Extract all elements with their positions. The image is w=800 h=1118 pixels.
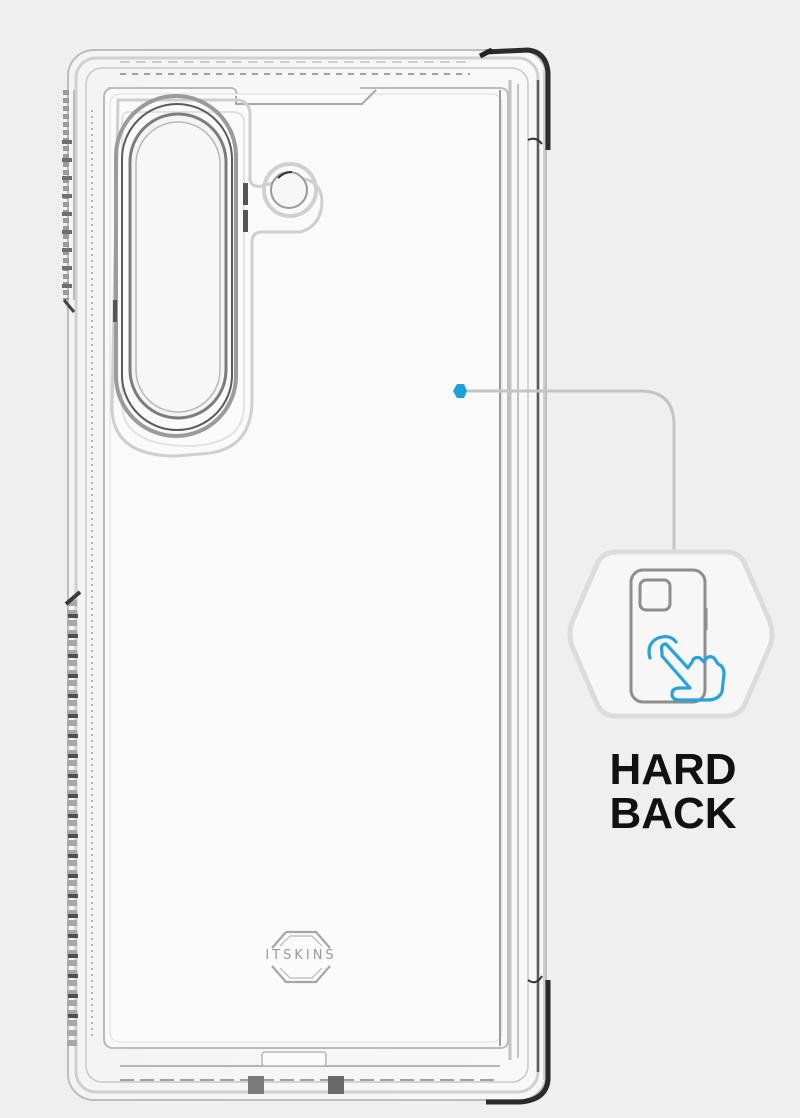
hard-back-feature-badge — [567, 549, 775, 719]
brand-logo-text: ITSKINS — [265, 948, 337, 963]
feature-label-line2: BACK — [609, 789, 737, 838]
callout-line — [460, 389, 676, 552]
touch-hand-icon — [647, 635, 726, 702]
feature-label: HARD BACK — [560, 748, 786, 836]
brand-logo-icon — [271, 930, 331, 984]
phone-back-icon — [629, 568, 708, 704]
feature-label-line1: HARD — [609, 745, 737, 794]
callout-marker-icon — [453, 384, 467, 398]
